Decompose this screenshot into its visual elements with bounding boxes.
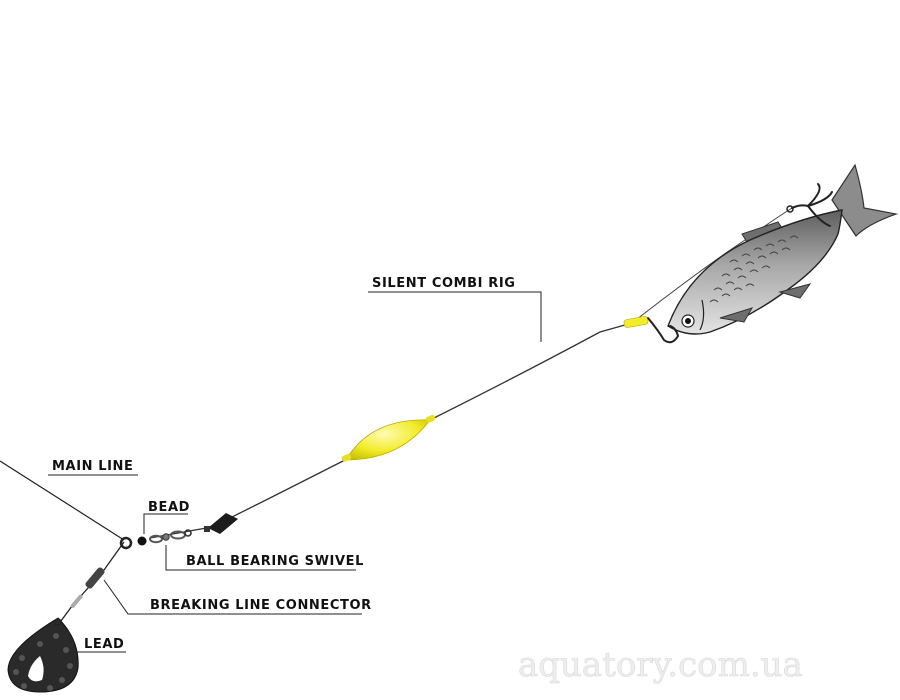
bead-icon <box>137 536 147 546</box>
label-silent-combi-rig-text: SILENT COMBI RIG <box>372 276 516 291</box>
label-silent-combi-rig: SILENT COMBI RIG <box>368 276 542 342</box>
swivel-icon <box>149 529 192 544</box>
label-lead: LEAD <box>76 637 126 653</box>
swivel-ring-icon <box>119 536 133 550</box>
main-line <box>0 460 125 541</box>
fish-icon <box>667 163 899 335</box>
single-hook-icon <box>647 317 680 344</box>
label-breaking-line-connector: BREAKING LINE CONNECTOR <box>103 579 372 615</box>
hook-sleeve-icon <box>623 316 649 328</box>
lead-link-line <box>57 541 125 626</box>
watermark: aquatory.com.ua <box>518 645 803 685</box>
label-ball-bearing-swivel: BALL BEARING SWIVEL <box>165 545 364 571</box>
label-main-line-text: MAIN LINE <box>52 459 134 474</box>
treble-hook-icon <box>786 183 833 227</box>
breaking-line-connector-icon <box>70 567 105 608</box>
label-ball-bearing-swivel-text: BALL BEARING SWIVEL <box>186 554 364 569</box>
lead-weight-icon <box>7 617 79 693</box>
label-bead: BEAD <box>143 500 190 534</box>
float-icon <box>341 414 436 462</box>
label-lead-text: LEAD <box>84 637 124 652</box>
label-main-line: MAIN LINE <box>48 459 138 476</box>
line-stopper-icon <box>204 513 238 534</box>
hook-link-line <box>631 207 793 324</box>
label-bead-text: BEAD <box>148 500 190 515</box>
label-breaking-line-connector-text: BREAKING LINE CONNECTOR <box>150 598 372 613</box>
